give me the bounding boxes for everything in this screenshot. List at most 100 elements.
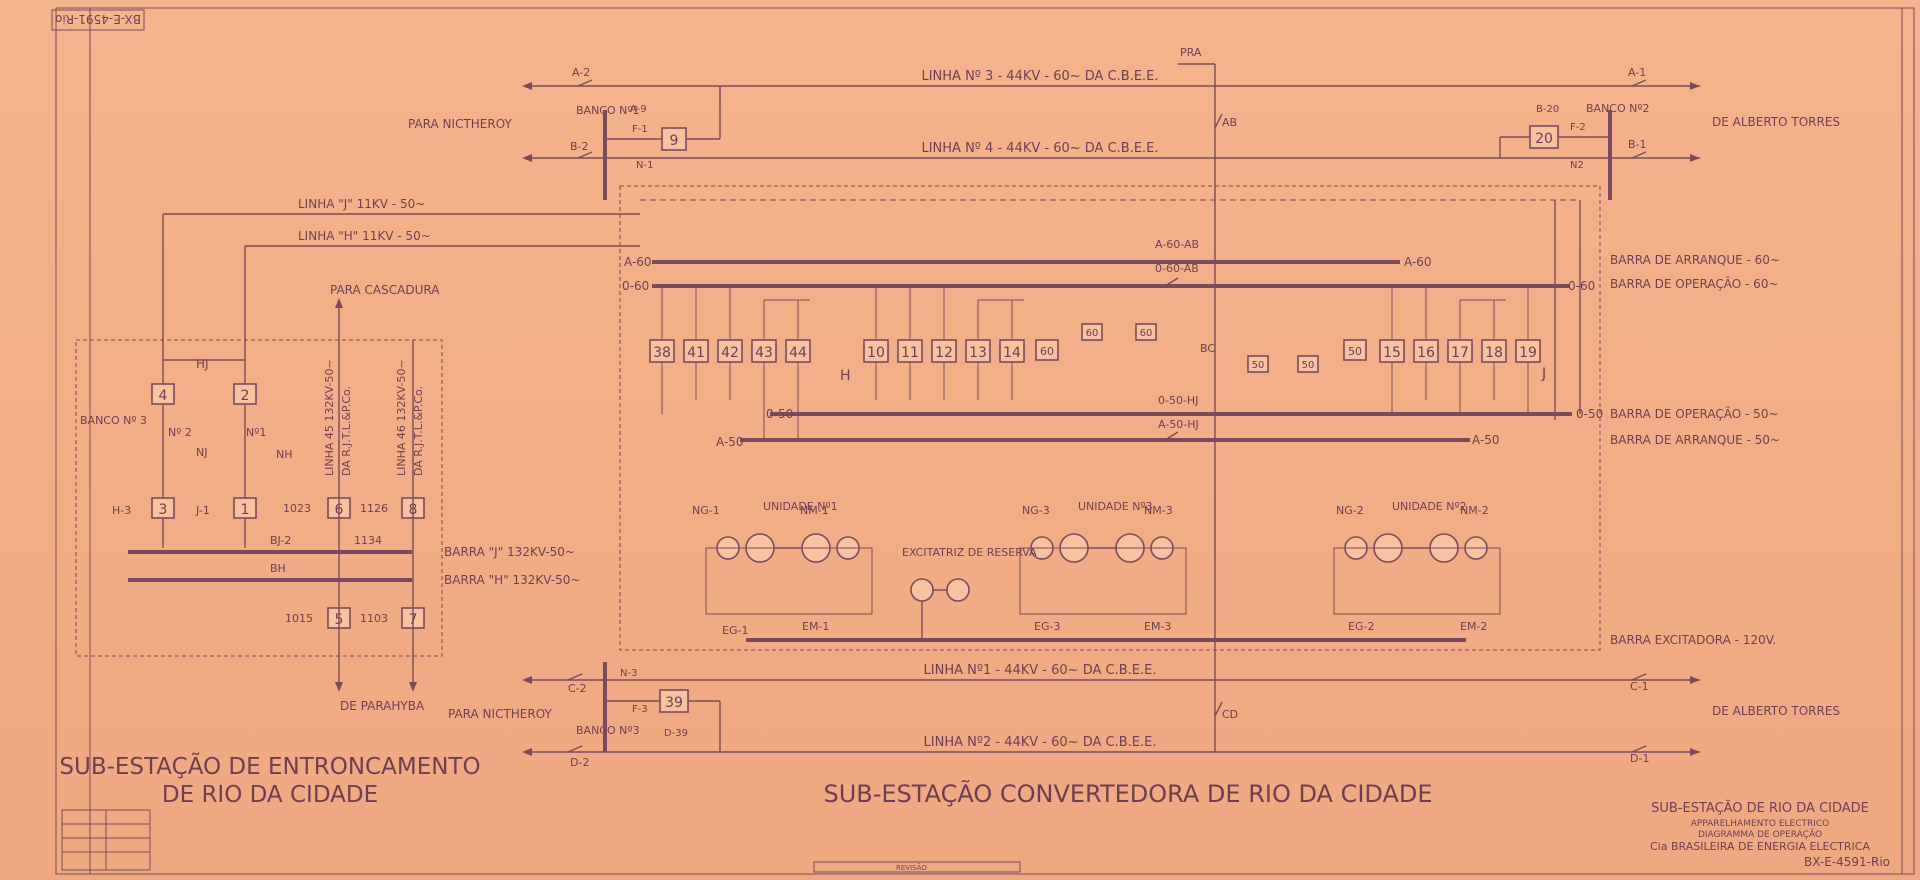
- j-switch-label: J: [1541, 366, 1546, 382]
- switch-c2: [567, 673, 583, 681]
- tag-1015: 1015: [285, 612, 313, 625]
- j1-label: J-1: [195, 504, 210, 517]
- switch-o-60-ab: [1164, 277, 1179, 287]
- linha-1-label: LINHA Nº1 - 44KV - 60~ DA C.B.E.E.: [924, 663, 1157, 678]
- bj2-label: BJ-2: [270, 534, 291, 547]
- a-50-label: A-50: [716, 435, 744, 449]
- excitatriz-label: EXCITATRIZ DE RESERVA: [902, 546, 1037, 559]
- breaker-row-left: 38 41 42 43 44 10 11 12 13 14: [649, 339, 1025, 363]
- barra-operacao-50: BARRA DE OPERAÇÃO - 50~: [1610, 406, 1779, 421]
- h3-label: H-3: [112, 504, 131, 517]
- unidade-2: UNIDADE Nº2 NG-2 NM-2 EG-2 EM-2: [1333, 500, 1501, 633]
- switch-b2: [577, 151, 593, 159]
- tag-1023: 1023: [283, 502, 311, 515]
- arrow-left-icon: [522, 154, 532, 162]
- switch-cd: [1214, 701, 1223, 717]
- breaker-label: 18: [1485, 345, 1503, 361]
- breaker-box-4: [151, 383, 175, 405]
- tag-d2: D-2: [570, 756, 589, 769]
- linha-46-owner: DA R.J.T.L.&P.Co.: [412, 386, 425, 476]
- em1-label: EM-1: [802, 620, 829, 633]
- switch-a1: [1631, 79, 1647, 87]
- linha-45-label: LINHA 45 132KV-50~: [323, 359, 336, 476]
- transfer-box: [1343, 339, 1367, 361]
- bay-droppers: [661, 286, 1529, 440]
- arrow-right-icon: [1690, 676, 1700, 684]
- entroncamento-enclosure: [75, 339, 443, 657]
- unit-3-label: UNIDADE Nº3: [1078, 500, 1153, 513]
- o-50-right-label: 0-50: [1576, 407, 1603, 421]
- no2-label: Nº 2: [168, 426, 192, 439]
- linha-j-label: LINHA "J" 11KV - 50~: [298, 197, 425, 211]
- breaker-label: 11: [901, 345, 919, 361]
- tag-1134: 1134: [354, 534, 382, 547]
- hj-label: HJ: [196, 357, 209, 371]
- breaker-label: 41: [687, 345, 705, 361]
- breaker-label: 15: [1383, 345, 1401, 361]
- switch-a2: [577, 79, 593, 87]
- breaker-box-1: [233, 497, 257, 519]
- transfer-box: [1081, 323, 1103, 341]
- de-alberto-torres-top: DE ALBERTO TORRES: [1712, 115, 1840, 129]
- unit-2-frame: [1333, 547, 1501, 615]
- transfer-label: 60: [1040, 345, 1054, 358]
- breaker-label: 10: [867, 345, 885, 361]
- device-label-9: 9: [670, 133, 679, 149]
- tag-b20: B-20: [1536, 104, 1559, 115]
- transfer-box: [1247, 355, 1269, 373]
- barra-j-label: BARRA "J" 132KV-50~: [444, 545, 575, 559]
- breaker-label: 42: [721, 345, 739, 361]
- a-50-hj-label: A-50-HJ: [1158, 418, 1199, 431]
- nm2-label: NM-2: [1460, 504, 1489, 517]
- ab-label: AB: [1222, 116, 1237, 129]
- eg3-label: EG-3: [1034, 620, 1060, 633]
- arrow-left-icon: [522, 748, 532, 756]
- nh-label: NH: [276, 448, 293, 461]
- arrow-down-icon: [335, 682, 343, 692]
- tb-line-2: APPARELHAMENTO ELECTRICO: [1691, 819, 1830, 829]
- tag-c2: C-2: [568, 682, 587, 695]
- para-nictheroy-top: PARA NICTHEROY: [408, 117, 513, 131]
- breaker-label: 44: [789, 345, 807, 361]
- bh-label: BH: [270, 562, 286, 575]
- arrow-right-icon: [1690, 154, 1700, 162]
- switch-c1: [1631, 673, 1647, 681]
- breaker-box-2: [233, 383, 257, 405]
- bc-label: BC: [1200, 342, 1215, 355]
- linha-2-label: LINHA Nº2 - 44KV - 60~ DA C.B.E.E.: [924, 735, 1157, 750]
- em3-label: EM-3: [1144, 620, 1171, 633]
- unit-1-frame: [705, 547, 873, 615]
- breaker-row-right: 15 16 17 18 19: [1379, 339, 1541, 363]
- linha-46-label: LINHA 46 132KV-50~: [395, 359, 408, 476]
- barra-excitadora: BARRA EXCITADORA - 120V.: [1610, 633, 1776, 647]
- title-convertedora: SUB-ESTAÇÃO CONVERTEDORA DE RIO DA CIDAD…: [823, 778, 1432, 808]
- breaker-label: 16: [1417, 345, 1435, 361]
- tag-1103: 1103: [360, 612, 388, 625]
- de-parahyba-label: DE PARAHYBA: [340, 699, 425, 713]
- transfer-label: 60: [1086, 328, 1099, 339]
- transfer-box: [1135, 323, 1157, 341]
- a-60-right-label: A-60: [1404, 255, 1432, 269]
- barra-operacao-60: BARRA DE OPERAÇÃO - 60~: [1610, 276, 1779, 291]
- tag-a2: A-2: [572, 66, 590, 79]
- revision-strip: [813, 861, 1021, 873]
- drawing-ref-top: BX-E-4591-Rio: [55, 12, 141, 26]
- transfer-label: 50: [1348, 345, 1362, 358]
- o-50-hj-label: 0-50-HJ: [1158, 394, 1198, 407]
- arrow-right-icon: [1690, 748, 1700, 756]
- linha-45-owner: DA R.J.T.L.&P.Co.: [340, 386, 353, 476]
- transfer-label: 50: [1302, 360, 1315, 371]
- tag-c1: C-1: [1630, 680, 1649, 693]
- eg2-label: EG-2: [1348, 620, 1374, 633]
- banco-3-label: BANCO Nº3: [576, 724, 640, 737]
- tb-line-4: Cia BRASILEIRA DE ENERGIA ELECTRICA: [1650, 840, 1870, 853]
- o-60-right-label: 0-60: [1568, 279, 1595, 293]
- transfer-box: [1035, 339, 1059, 361]
- arrow-left-icon: [522, 82, 532, 90]
- arrow-down-icon: [409, 682, 417, 692]
- tag-n2: N2: [1570, 160, 1584, 171]
- unit-3-frame: [1019, 547, 1187, 615]
- unit-1-label: UNIDADE Nº1: [763, 500, 838, 513]
- title-entroncamento-2: DE RIO DA CIDADE: [162, 782, 378, 808]
- tag-f3: F-3: [632, 704, 648, 715]
